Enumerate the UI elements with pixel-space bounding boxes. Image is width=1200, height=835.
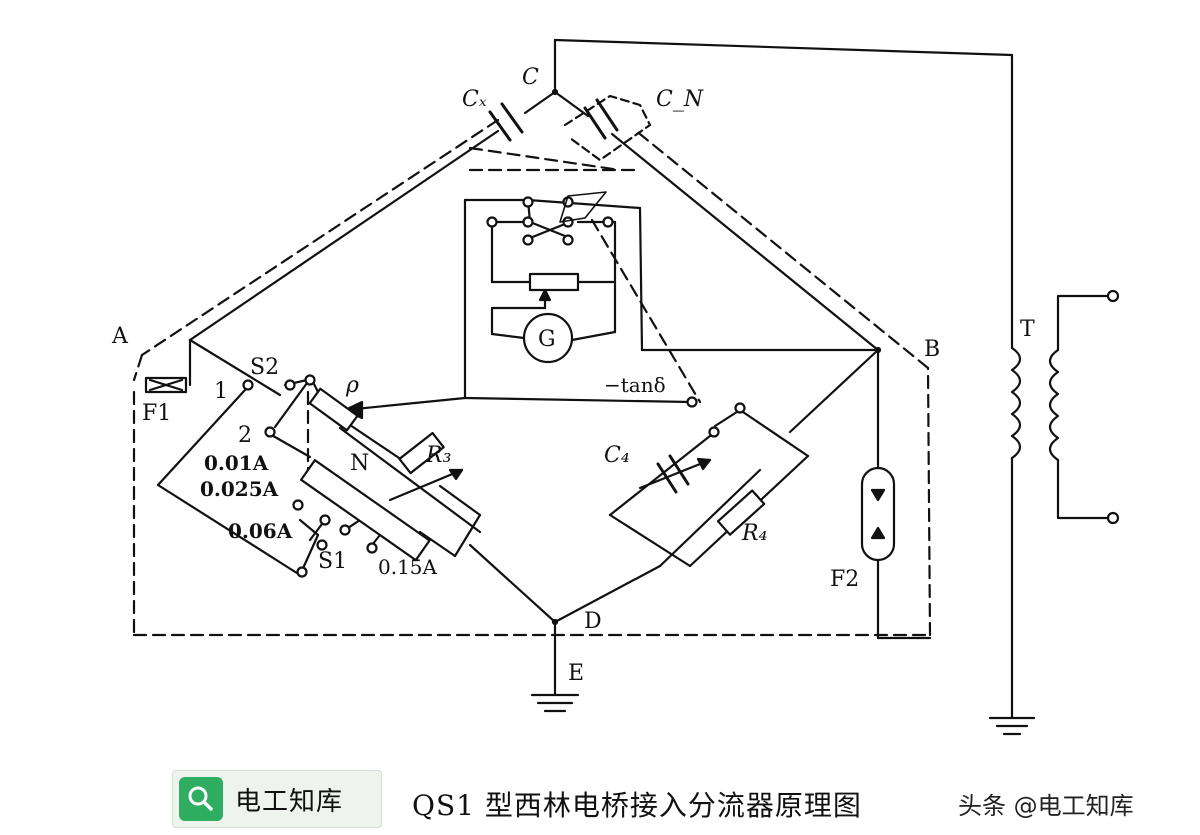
label-g: G [538, 327, 556, 352]
shunt-n [300, 459, 431, 562]
label-c4: C₄ [604, 443, 630, 468]
label-node-e: E [568, 661, 584, 686]
label-f1: F1 [142, 401, 171, 426]
terminal-bottom [1106, 511, 1120, 525]
transformer-circuit [553, 38, 1112, 736]
label-r3: R₃ [425, 443, 451, 468]
diagram-caption: QS1 型西林电桥接入分流器原理图 [412, 789, 862, 822]
label-0-01a: 0.01A [204, 451, 269, 475]
label-n: N [350, 451, 369, 476]
capacitor-cx [488, 102, 524, 142]
label-node-d: D [584, 609, 602, 634]
brand-badge-text: 电工知库 [235, 787, 344, 817]
switch-contacts [242, 88, 882, 626]
resistor-r3 [388, 431, 464, 502]
discharge-tube-f2 [860, 466, 896, 562]
label-f2: F2 [830, 567, 859, 592]
brand-badge: 电工知库 [172, 770, 382, 828]
label-0-025a: 0.025A [200, 477, 279, 501]
slide-wire-resistor [528, 272, 580, 302]
shield-dashed-wiring [132, 118, 932, 637]
label-pos1: 1 [214, 379, 228, 404]
label-0-15a: 0.15A [378, 555, 438, 579]
label-node-a: A [111, 324, 129, 349]
galvanometer-g [522, 312, 574, 364]
bridge-solid-wiring [156, 90, 932, 713]
label-rho: ρ [345, 373, 359, 398]
resistor-r4 [716, 489, 766, 536]
fuse-f1 [144, 376, 188, 394]
watermark: 头条 @电工知库 [958, 792, 1134, 820]
resistor-rho [308, 387, 359, 432]
search-icon [179, 777, 223, 821]
capacitor-c4 [638, 454, 712, 494]
terminal-top [1106, 289, 1120, 303]
label-s2: S2 [250, 355, 279, 380]
label-node-c: C [522, 65, 539, 90]
label-pos2: 2 [238, 423, 252, 448]
label-0-06a: 0.06A [228, 519, 293, 543]
label-tan-delta: −tanδ [604, 373, 666, 397]
capacitor-cn [563, 94, 652, 162]
label-t: T [1020, 317, 1035, 342]
label-cn: C_N [656, 87, 704, 112]
label-cx: Cₓ [462, 87, 487, 112]
label-r4: R₄ [741, 521, 767, 546]
label-s1: S1 [318, 549, 347, 574]
label-node-b: B [924, 337, 940, 362]
